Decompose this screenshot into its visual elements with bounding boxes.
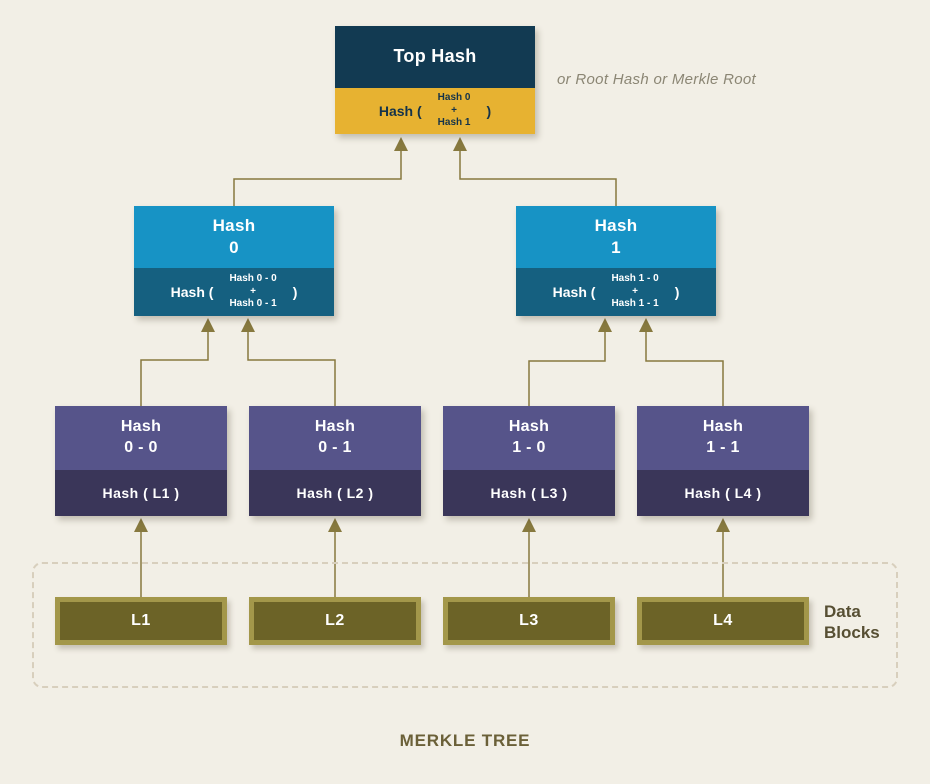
- node-hash-0-1: Hash 0 - 1 Hash ( L2 ): [249, 406, 421, 516]
- node-hash-0-0: Hash 0 - 0 Hash ( L1 ): [55, 406, 227, 516]
- connector-hash0-to-root: [233, 150, 402, 206]
- formula-arg2: Hash 1: [437, 117, 471, 129]
- node-hash-0-formula: Hash ( Hash 0 - 0 + Hash 0 - 1 ): [134, 268, 334, 316]
- formula-prefix: Hash (: [552, 284, 596, 300]
- node-title-text: Hash: [212, 215, 256, 235]
- formula-arg1: Hash 0: [437, 92, 471, 104]
- data-block-label: L3: [448, 602, 610, 640]
- node-title-text: Hash: [120, 418, 162, 436]
- node-title-text: 1 - 1: [706, 439, 740, 456]
- node-title-text: 1: [611, 238, 621, 257]
- node-title-text: Hash: [314, 418, 356, 436]
- formula-text: Hash ( L1 ): [102, 485, 180, 501]
- connector-hash00-to-hash0: [140, 331, 209, 406]
- connector-hash01-to-hash0: [247, 331, 336, 406]
- node-hash-0: Hash 0 Hash ( Hash 0 - 0 + Hash 0 - 1 ): [134, 206, 334, 316]
- formula-arg1: Hash 0 - 0: [229, 273, 277, 285]
- data-blocks-caption: Data Blocks: [824, 601, 880, 644]
- formula-suffix: ): [292, 284, 298, 300]
- node-title-text: Hash: [594, 215, 638, 235]
- plus-operator: +: [632, 285, 638, 297]
- data-block-l4: L4: [637, 597, 809, 645]
- data-block-label: L1: [60, 602, 222, 640]
- node-title-text: 0 - 1: [318, 439, 352, 456]
- data-blocks-caption-line1: Data: [824, 602, 861, 621]
- connector-hash1-to-root: [459, 150, 617, 206]
- data-block-label: L4: [642, 602, 804, 640]
- node-hash-0-1-title: Hash 0 - 1: [249, 406, 421, 470]
- node-title-text: 0 - 0: [124, 439, 158, 456]
- formula-text: Hash ( L2 ): [296, 485, 374, 501]
- data-block-l2: L2: [249, 597, 421, 645]
- connector-hash10-to-hash1: [528, 331, 606, 406]
- node-hash-1: Hash 1 Hash ( Hash 1 - 0 + Hash 1 - 1 ): [516, 206, 716, 316]
- formula-arg2: Hash 1 - 1: [611, 298, 659, 310]
- formula-suffix: ): [674, 284, 680, 300]
- node-top-hash-formula: Hash ( Hash 0 + Hash 1 ): [335, 88, 535, 134]
- arrowhead-icon: [241, 318, 255, 332]
- node-title-text: Hash: [702, 418, 744, 436]
- arrowhead-icon: [522, 518, 536, 532]
- node-hash-1-formula: Hash ( Hash 1 - 0 + Hash 1 - 1 ): [516, 268, 716, 316]
- formula-text: Hash ( L4 ): [684, 485, 762, 501]
- arrowhead-icon: [328, 518, 342, 532]
- formula-prefix: Hash (: [170, 284, 214, 300]
- node-top-hash: Top Hash Hash ( Hash 0 + Hash 1 ): [335, 26, 535, 134]
- node-top-hash-title: Top Hash: [335, 26, 535, 88]
- node-hash-1-0-title: Hash 1 - 0: [443, 406, 615, 470]
- arrowhead-icon: [453, 137, 467, 151]
- node-hash-1-0-formula: Hash ( L3 ): [443, 470, 615, 516]
- arrowhead-icon: [639, 318, 653, 332]
- node-title-text: 0: [229, 238, 239, 257]
- node-hash-1-title: Hash 1: [516, 206, 716, 268]
- connector-hash11-to-hash1: [645, 331, 724, 406]
- plus-operator: +: [451, 104, 457, 116]
- arrowhead-icon: [598, 318, 612, 332]
- node-title-text: Hash: [508, 418, 550, 436]
- node-title-text: 1 - 0: [512, 439, 546, 456]
- page-title: MERKLE TREE: [399, 731, 531, 750]
- formula-suffix: ): [486, 103, 492, 119]
- formula-prefix: Hash (: [378, 103, 422, 119]
- root-annotation: or Root Hash or Merkle Root: [557, 71, 757, 88]
- data-block-label: L2: [254, 602, 416, 640]
- formula-arg2: Hash 0 - 1: [229, 298, 277, 310]
- arrowhead-icon: [134, 518, 148, 532]
- arrowhead-icon: [201, 318, 215, 332]
- data-block-l3: L3: [443, 597, 615, 645]
- node-hash-0-0-title: Hash 0 - 0: [55, 406, 227, 470]
- node-hash-1-1-title: Hash 1 - 1: [637, 406, 809, 470]
- plus-operator: +: [250, 285, 256, 297]
- node-title-text: Top Hash: [393, 46, 477, 67]
- data-block-l1: L1: [55, 597, 227, 645]
- node-hash-1-1-formula: Hash ( L4 ): [637, 470, 809, 516]
- arrowhead-icon: [394, 137, 408, 151]
- arrowhead-icon: [716, 518, 730, 532]
- node-hash-0-title: Hash 0: [134, 206, 334, 268]
- node-hash-1-0: Hash 1 - 0 Hash ( L3 ): [443, 406, 615, 516]
- node-hash-0-0-formula: Hash ( L1 ): [55, 470, 227, 516]
- node-hash-1-1: Hash 1 - 1 Hash ( L4 ): [637, 406, 809, 516]
- formula-arg1: Hash 1 - 0: [611, 273, 659, 285]
- formula-text: Hash ( L3 ): [490, 485, 568, 501]
- node-hash-0-1-formula: Hash ( L2 ): [249, 470, 421, 516]
- data-blocks-caption-line2: Blocks: [824, 623, 880, 643]
- data-blocks-zone: [32, 562, 898, 688]
